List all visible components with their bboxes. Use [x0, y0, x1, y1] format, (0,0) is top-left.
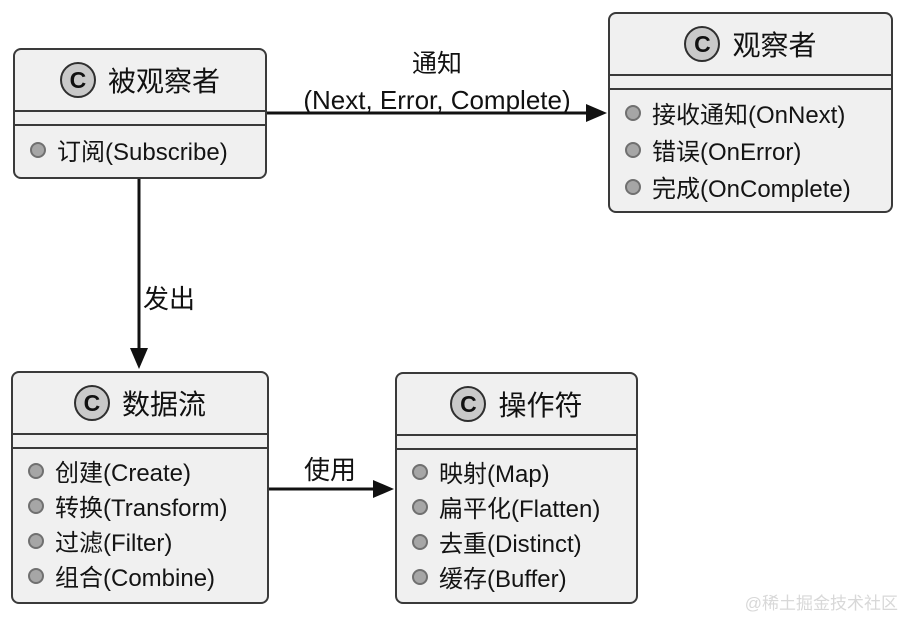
method-bullet-icon — [625, 104, 641, 121]
edge-label-use: 使用 — [304, 455, 357, 485]
class-title: 操作符 — [498, 390, 583, 421]
fields-compartment — [397, 436, 636, 450]
method-bullet-icon — [28, 497, 44, 514]
method-bullet-icon — [30, 141, 46, 158]
method-bullet-icon — [625, 141, 641, 158]
edge-label-notify-line1: 通知 — [411, 50, 462, 78]
class-header: C 操作符 — [397, 374, 636, 436]
method-bullet-icon — [412, 498, 428, 515]
method-bullet-icon — [28, 462, 44, 479]
method-bullet-icon — [412, 568, 428, 585]
method-item: 转换(Transform) — [28, 488, 257, 523]
method-label: 转换(Transform) — [55, 495, 228, 522]
method-label: 去重(Distinct) — [439, 531, 582, 558]
method-label: 缓存(Buffer) — [439, 566, 567, 593]
edge-label-notify: 通知 (Next, Error, Complete) — [278, 44, 596, 116]
class-stereotype-icon: C — [59, 62, 96, 98]
method-item: 订阅(Subscribe) — [30, 132, 255, 167]
method-item: 接收通知(OnNext) — [625, 94, 881, 131]
class-box-operators: C 操作符 映射(Map) 扁平化(Flatten) 去重(Distinct) 缓存(… — [395, 372, 638, 604]
methods-compartment: 订阅(Subscribe) — [15, 126, 265, 171]
edge-label-notify-line2: (Next, Error, Complete) — [303, 85, 571, 115]
method-bullet-icon — [28, 532, 44, 549]
edge-label-emit: 发出 — [143, 284, 196, 314]
method-item: 组合(Combine) — [28, 558, 257, 593]
method-item: 扁平化(Flatten) — [412, 489, 626, 524]
method-label: 订阅(Subscribe) — [57, 139, 228, 166]
method-item: 创建(Create) — [28, 453, 257, 488]
fields-compartment — [13, 435, 267, 449]
class-header: C 被观察者 — [15, 50, 265, 112]
class-stereotype-icon: C — [450, 386, 487, 422]
method-bullet-icon — [412, 533, 428, 550]
method-bullet-icon — [412, 463, 428, 480]
watermark: @稀土掘金技术社区 — [744, 594, 898, 613]
method-label: 组合(Combine) — [55, 565, 216, 592]
method-item: 去重(Distinct) — [412, 524, 626, 559]
method-label: 扁平化(Flatten) — [439, 496, 601, 523]
class-header: C 观察者 — [610, 14, 891, 76]
class-title: 数据流 — [121, 389, 206, 420]
method-label: 创建(Create) — [55, 460, 192, 487]
methods-compartment: 创建(Create) 转换(Transform) 过滤(Filter) 组合(Comb… — [13, 449, 267, 597]
method-label: 错误(OnError) — [652, 139, 802, 166]
edge-emit-arrow — [130, 179, 148, 369]
method-item: 缓存(Buffer) — [412, 559, 626, 594]
method-bullet-icon — [625, 178, 641, 195]
class-box-observable: C 被观察者 订阅(Subscribe) — [13, 48, 267, 179]
class-stereotype-icon: C — [684, 26, 721, 62]
class-title: 被观察者 — [107, 66, 220, 97]
class-header: C 数据流 — [13, 373, 267, 435]
methods-compartment: 接收通知(OnNext) 错误(OnError) 完成(OnComplete) — [610, 90, 891, 209]
fields-compartment — [610, 76, 891, 90]
methods-compartment: 映射(Map) 扁平化(Flatten) 去重(Distinct) 缓存(Buffer… — [397, 450, 636, 598]
method-bullet-icon — [28, 567, 44, 584]
method-item: 错误(OnError) — [625, 131, 881, 168]
method-item: 完成(OnComplete) — [625, 168, 881, 205]
method-item: 映射(Map) — [412, 454, 626, 489]
class-box-observer: C 观察者 接收通知(OnNext) 错误(OnError) 完成(OnComple… — [608, 12, 893, 213]
method-label: 完成(OnComplete) — [652, 176, 851, 203]
class-stereotype-icon: C — [73, 385, 110, 421]
method-label: 过滤(Filter) — [55, 530, 173, 557]
class-title: 观察者 — [732, 30, 817, 61]
class-box-stream: C 数据流 创建(Create) 转换(Transform) 过滤(Filter) 组… — [11, 371, 269, 604]
method-label: 接收通知(OnNext) — [652, 102, 846, 129]
method-label: 映射(Map) — [439, 461, 550, 488]
fields-compartment — [15, 112, 265, 126]
method-item: 过滤(Filter) — [28, 523, 257, 558]
